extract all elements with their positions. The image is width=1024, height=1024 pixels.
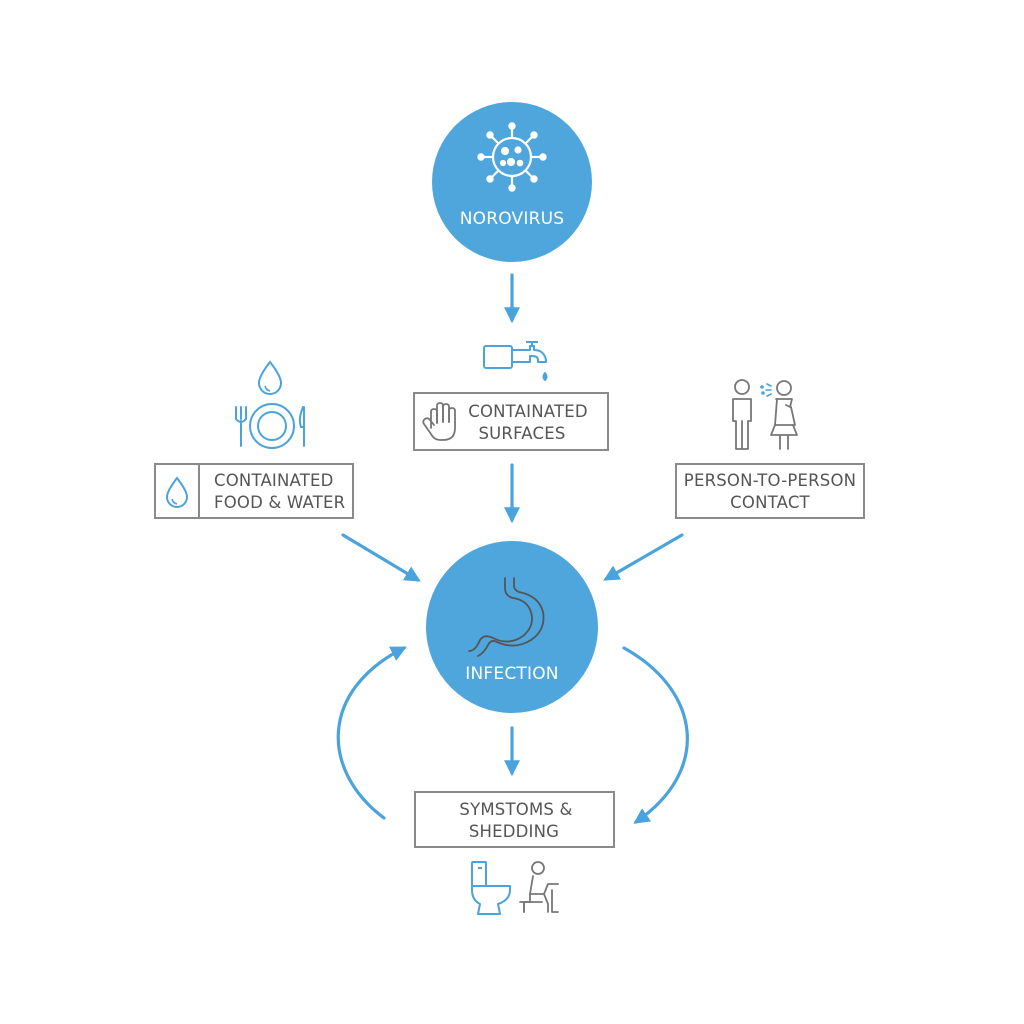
symptoms-shedding-box: SYMSTOMS & SHEDDING bbox=[414, 791, 615, 848]
faucet-icon bbox=[483, 341, 548, 381]
food-water-line1: CONTAINATED bbox=[214, 471, 334, 490]
surfaces-line1: CONTAINATED bbox=[468, 402, 588, 421]
people-sneeze-icon bbox=[732, 379, 798, 450]
norovirus-node: NOROVIRUS bbox=[432, 102, 592, 262]
surfaces-line2: SURFACES bbox=[478, 424, 565, 443]
food-water-line2: FOOD & WATER bbox=[214, 493, 345, 512]
toilet-icon bbox=[471, 861, 511, 915]
stomach-icon bbox=[468, 577, 545, 657]
sick-person-icon bbox=[519, 861, 559, 913]
norovirus-label: NOROVIRUS bbox=[460, 209, 564, 229]
arrow-person-to-infection bbox=[603, 533, 684, 581]
arrow-food-to-infection bbox=[341, 533, 421, 582]
person-line2: CONTACT bbox=[730, 493, 810, 512]
water-drop-icon bbox=[257, 360, 283, 395]
virus-icon bbox=[477, 122, 547, 192]
person-to-person-box: PERSON-TO-PERSON CONTACT bbox=[675, 463, 865, 519]
infection-label: INFECTION bbox=[465, 664, 558, 684]
arrow-cycle-left bbox=[336, 646, 407, 820]
hand-icon bbox=[422, 402, 456, 441]
symptoms-line1: SYMSTOMS & bbox=[459, 800, 572, 819]
water-drop-icon bbox=[165, 476, 189, 508]
contaminated-food-water-box: CONTAINATED FOOD & WATER bbox=[154, 463, 354, 519]
arrow-cycle-right bbox=[622, 646, 689, 824]
contaminated-surfaces-box: CONTAINATED SURFACES bbox=[413, 392, 609, 451]
person-line1: PERSON-TO-PERSON bbox=[684, 471, 856, 490]
infection-node: INFECTION bbox=[426, 541, 598, 713]
arrows bbox=[336, 273, 689, 824]
symptoms-line2: SHEDDING bbox=[469, 822, 559, 841]
plate-fork-knife-icon bbox=[235, 403, 305, 449]
